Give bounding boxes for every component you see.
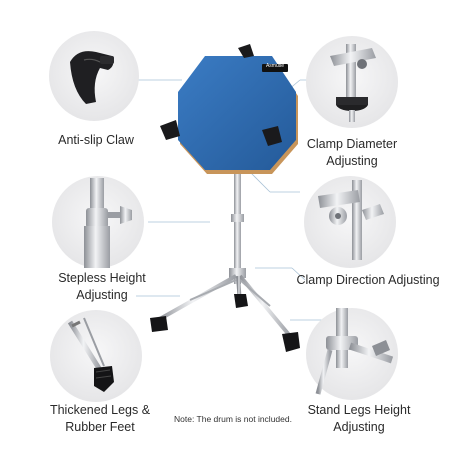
clamp-direction-circle [304, 176, 396, 268]
label-stepless-height: Stepless Height Adjusting [46, 270, 158, 304]
label-clamp-diameter-line1: Clamp Diameter [306, 137, 398, 151]
thickened-legs-circle [50, 310, 142, 402]
label-stand-legs-height-line2: Adjusting [333, 420, 385, 434]
label-clamp-direction: Clamp Direction Adjusting [296, 273, 440, 287]
label-stepless-height-line1: Stepless Height [58, 271, 146, 285]
practice-pad [160, 44, 298, 174]
label-anti-slip-claw: Anti-slip Claw [58, 133, 134, 147]
label-thickened-legs: Thickened Legs & Rubber Feet [40, 402, 160, 436]
drum-stand [150, 148, 300, 352]
label-clamp-diameter: Clamp Diameter Adjusting [296, 136, 408, 170]
label-thickened-legs-line2: Rubber Feet [65, 420, 135, 434]
label-stand-legs-height: Stand Legs Height Adjusting [296, 402, 422, 436]
drum-not-included-note: Note: The drum is not included. [174, 414, 292, 424]
stepless-height-circle [52, 176, 144, 268]
label-thickened-legs-line1: Thickened Legs & [49, 403, 151, 417]
clamp-diameter-circle [306, 36, 398, 128]
anti-slip-claw-circle [49, 31, 139, 121]
stand-legs-height-circle [306, 308, 398, 400]
label-stepless-height-line2: Adjusting [76, 288, 128, 302]
label-clamp-diameter-line2: Adjusting [326, 154, 378, 168]
label-stand-legs-height-line1: Stand Legs Height [307, 403, 411, 417]
pad-logo: Asmuse [265, 63, 285, 69]
